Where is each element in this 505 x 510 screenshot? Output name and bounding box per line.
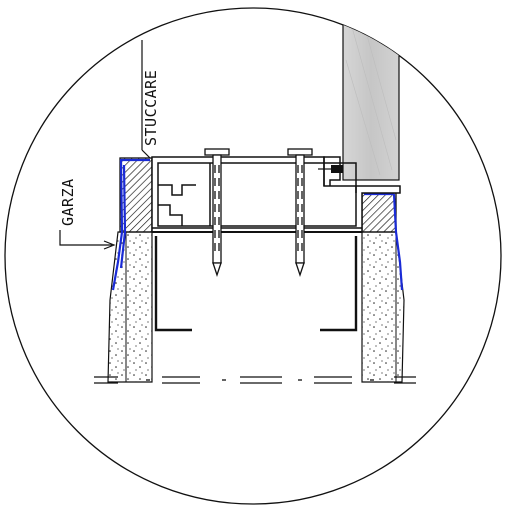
wall-panel	[342, 8, 400, 181]
mesh-tape	[111, 158, 404, 291]
leader-stuccare	[141, 40, 151, 159]
right-board-column	[361, 231, 405, 383]
floor-lines	[94, 376, 416, 384]
stud-left	[154, 236, 192, 332]
detail-circle	[4, 7, 502, 505]
label-garza: GARZA	[59, 178, 77, 226]
gasket	[318, 165, 343, 173]
leader-garza	[59, 230, 116, 250]
filler-right	[361, 192, 397, 233]
screw-left	[204, 148, 230, 278]
screw-right	[287, 148, 313, 278]
label-stuccare: STUCCARE	[142, 70, 160, 146]
stud-right	[320, 236, 358, 332]
left-board-column	[107, 231, 153, 383]
